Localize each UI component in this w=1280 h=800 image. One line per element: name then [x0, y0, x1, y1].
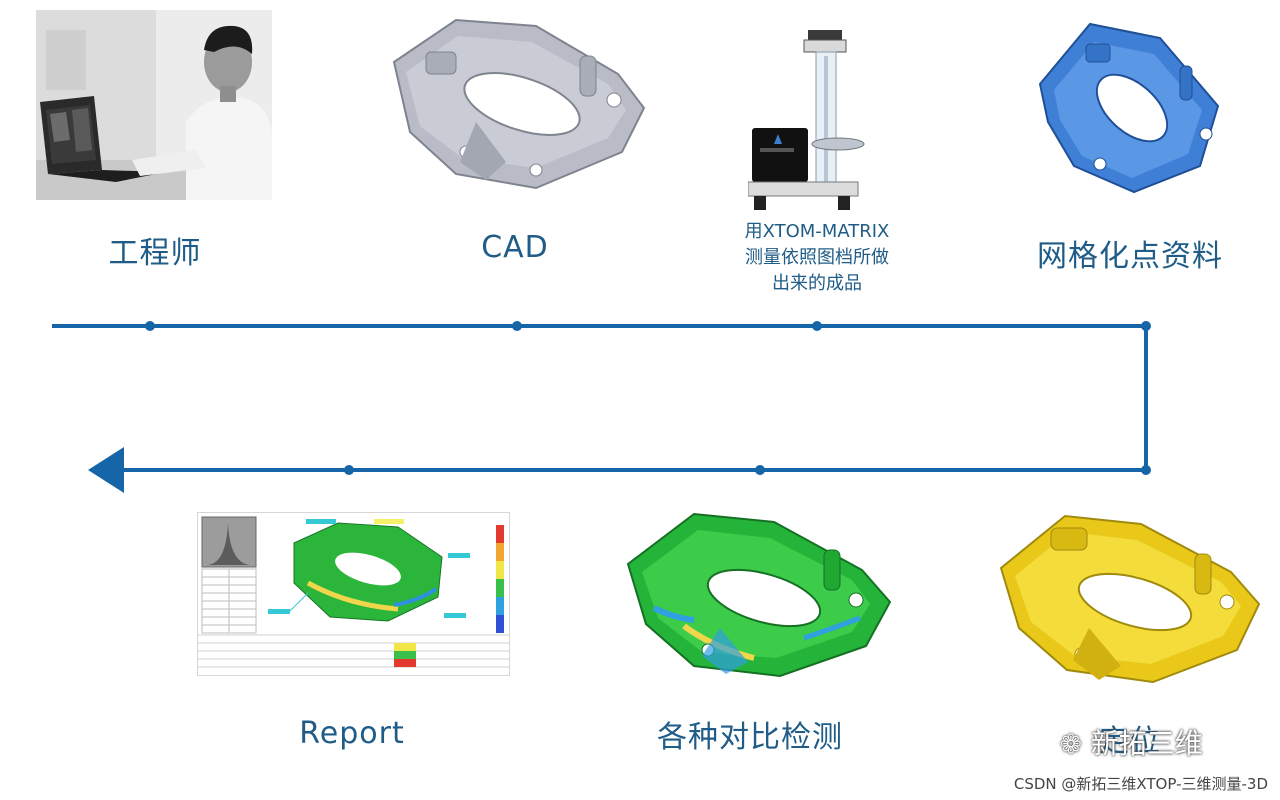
step-label-compare: 各种对比检测 [657, 720, 843, 755]
node-mesh [1141, 321, 1151, 331]
step-label-mesh: 网格化点资料 [1037, 239, 1223, 274]
report-thumbnail [197, 512, 510, 676]
wechat-watermark: ❁ 新拓三维 [1060, 722, 1203, 762]
node-engineer [145, 321, 155, 331]
cad-model-image [392, 18, 646, 190]
step-label-cad: CAD [481, 230, 549, 265]
compare-model-image [626, 512, 892, 678]
node-cad [512, 321, 522, 331]
wechat-watermark-text: 新拓三维 [1090, 727, 1203, 760]
engineer-photo [36, 10, 272, 200]
step-label-report: Report [299, 716, 405, 751]
mesh-model-image [1038, 22, 1220, 194]
arrow-head-icon [88, 447, 124, 493]
node-compare [755, 465, 765, 475]
step-label-align: 定位 [1099, 724, 1161, 759]
csdn-watermark: CSDN @新拓三维XTOP-三维测量-3D [1013, 775, 1268, 793]
xtom-matrix-scanner-image [748, 30, 865, 210]
node-align [1141, 465, 1151, 475]
wechat-icon: ❁ [1060, 730, 1082, 760]
align-model-image [999, 514, 1261, 684]
node-matrix [812, 321, 822, 331]
step-label-matrix: 用XTOM-MATRIX 测量依照图档所做 出来的成品 [705, 219, 929, 297]
step-label-engineer: 工程师 [108, 236, 202, 271]
step-label-matrix-line1: 用XTOM-MATRIX [744, 221, 890, 242]
step-label-matrix-line2: 测量依照图档所做 [745, 247, 889, 268]
node-report [344, 465, 354, 475]
step-label-matrix-line3: 出来的成品 [772, 273, 862, 294]
